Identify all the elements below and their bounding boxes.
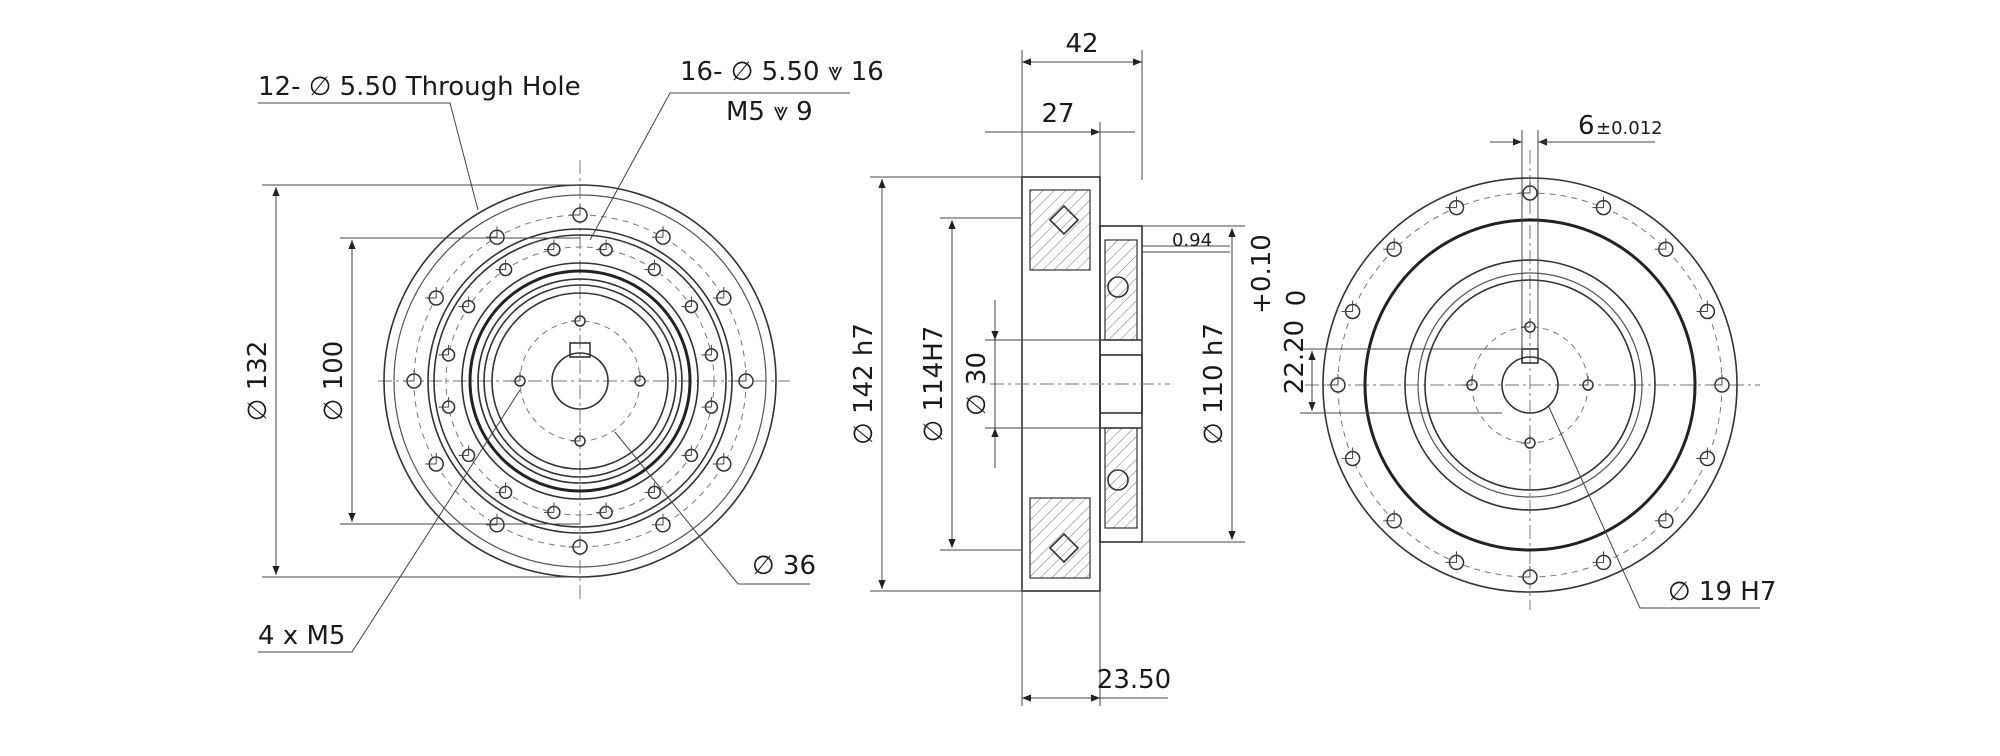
through-hole-note: 12- ∅ 5.50 Through Hole bbox=[258, 72, 581, 102]
tapped-hole bbox=[458, 445, 476, 463]
through-holes bbox=[403, 204, 754, 555]
tapped-holes bbox=[438, 239, 719, 520]
tapped-hole bbox=[644, 482, 662, 500]
through-hole bbox=[403, 370, 422, 389]
rear-bolt-hole bbox=[1383, 509, 1402, 529]
through-hole bbox=[652, 226, 671, 245]
housing-diameter-label: ∅ 114H7 bbox=[919, 326, 949, 443]
keyway-depth-label: 22.20 bbox=[1280, 320, 1310, 394]
section-view: 42 27 0.94 ∅ 142 h7 ∅ 114H7 bbox=[849, 29, 1245, 706]
m5-hole bbox=[511, 372, 526, 387]
rear-inner-holes bbox=[1463, 318, 1594, 449]
rear-bolt-hole bbox=[1341, 300, 1361, 320]
tapped-hole bbox=[495, 482, 513, 500]
rear-view: 6 ±0.012 22.20 +0.10 0 ∅ 19 H7 bbox=[1247, 111, 1776, 610]
depth-lower-tolerance: 0 bbox=[1282, 290, 1312, 307]
rear-bolt-hole bbox=[1519, 566, 1538, 585]
tapped-hole bbox=[458, 296, 476, 314]
tapped-hole-note: 16- ∅ 5.50 ⩔ 16 bbox=[680, 57, 884, 87]
tapped-hole bbox=[438, 397, 456, 414]
rear-inner-hole bbox=[1579, 376, 1594, 391]
tapped-hole bbox=[596, 502, 613, 520]
front-view: ∅ 132 ∅ 100 12- ∅ 5.50 Through Hole 16- … bbox=[243, 57, 884, 653]
rear-bolt-hole bbox=[1654, 509, 1674, 529]
hub-length-label: 23.50 bbox=[1097, 665, 1171, 695]
rear-bolt-hole bbox=[1445, 196, 1465, 216]
tapped-hole bbox=[644, 259, 662, 277]
depth-upper-tolerance: +0.10 bbox=[1247, 234, 1277, 314]
rear-bolt-hole bbox=[1445, 551, 1465, 571]
rear-bolt-hole bbox=[1341, 447, 1361, 467]
through-hole bbox=[712, 453, 732, 472]
flange-diameter-label: ∅ 142 h7 bbox=[849, 323, 879, 445]
flange-length-label: 27 bbox=[1041, 99, 1074, 129]
keyway-tolerance-label: ±0.012 bbox=[1596, 118, 1663, 139]
through-hole bbox=[486, 513, 505, 533]
overall-length-label: 42 bbox=[1065, 29, 1098, 59]
m5-hole bbox=[571, 312, 586, 327]
through-hole bbox=[712, 287, 732, 306]
rear-bore-label: ∅ 19 H7 bbox=[1668, 577, 1776, 607]
outer-diameter-label: ∅ 132 bbox=[243, 341, 273, 422]
rear-bolt-hole bbox=[1383, 238, 1402, 257]
rear-bolt-hole bbox=[1592, 551, 1612, 571]
tapped-hole bbox=[543, 239, 561, 257]
rear-bolt-hole bbox=[1519, 182, 1538, 201]
tapped-hole-depth-note: M5 ⩔ 9 bbox=[726, 97, 813, 127]
tapped-hole bbox=[681, 296, 699, 314]
rear-bolt-hole bbox=[1654, 238, 1674, 257]
through-hole bbox=[569, 536, 588, 555]
thread-note: 4 x M5 bbox=[258, 621, 345, 651]
through-hole bbox=[486, 226, 505, 245]
shaft-diameter-label: ∅ 110 h7 bbox=[1199, 323, 1229, 445]
rear-bolt-hole bbox=[1327, 374, 1346, 393]
m5-hole bbox=[631, 372, 646, 387]
rear-bolt-hole bbox=[1711, 374, 1730, 393]
through-hole bbox=[735, 370, 754, 389]
tapped-hole bbox=[701, 397, 719, 414]
rear-bolt-hole bbox=[1592, 196, 1612, 216]
tapped-hole bbox=[701, 344, 719, 362]
rear-bolt-hole bbox=[1696, 447, 1716, 467]
through-hole bbox=[425, 453, 444, 472]
rear-inner-hole bbox=[1521, 434, 1536, 449]
through-hole bbox=[569, 204, 588, 223]
rear-bolt-hole bbox=[1696, 300, 1716, 320]
m5-hole bbox=[571, 432, 586, 447]
bolt-circle-label: ∅ 100 bbox=[319, 341, 349, 422]
through-hole bbox=[425, 287, 444, 306]
keyway-width-label: 6 bbox=[1578, 111, 1595, 141]
rear-inner-hole bbox=[1463, 376, 1478, 391]
inner-diameter-label: ∅ 36 bbox=[752, 551, 816, 581]
bore-diameter-label: ∅ 30 bbox=[962, 352, 992, 416]
gap-label: 0.94 bbox=[1172, 230, 1212, 251]
tapped-hole bbox=[495, 259, 513, 277]
rear-bolt-holes bbox=[1327, 182, 1730, 585]
rear-inner-hole bbox=[1521, 318, 1536, 333]
through-hole bbox=[652, 513, 671, 533]
tapped-hole bbox=[681, 445, 699, 463]
tapped-hole bbox=[543, 502, 561, 520]
tapped-hole bbox=[596, 239, 613, 257]
m5-holes bbox=[511, 312, 646, 447]
tapped-hole bbox=[438, 344, 456, 362]
